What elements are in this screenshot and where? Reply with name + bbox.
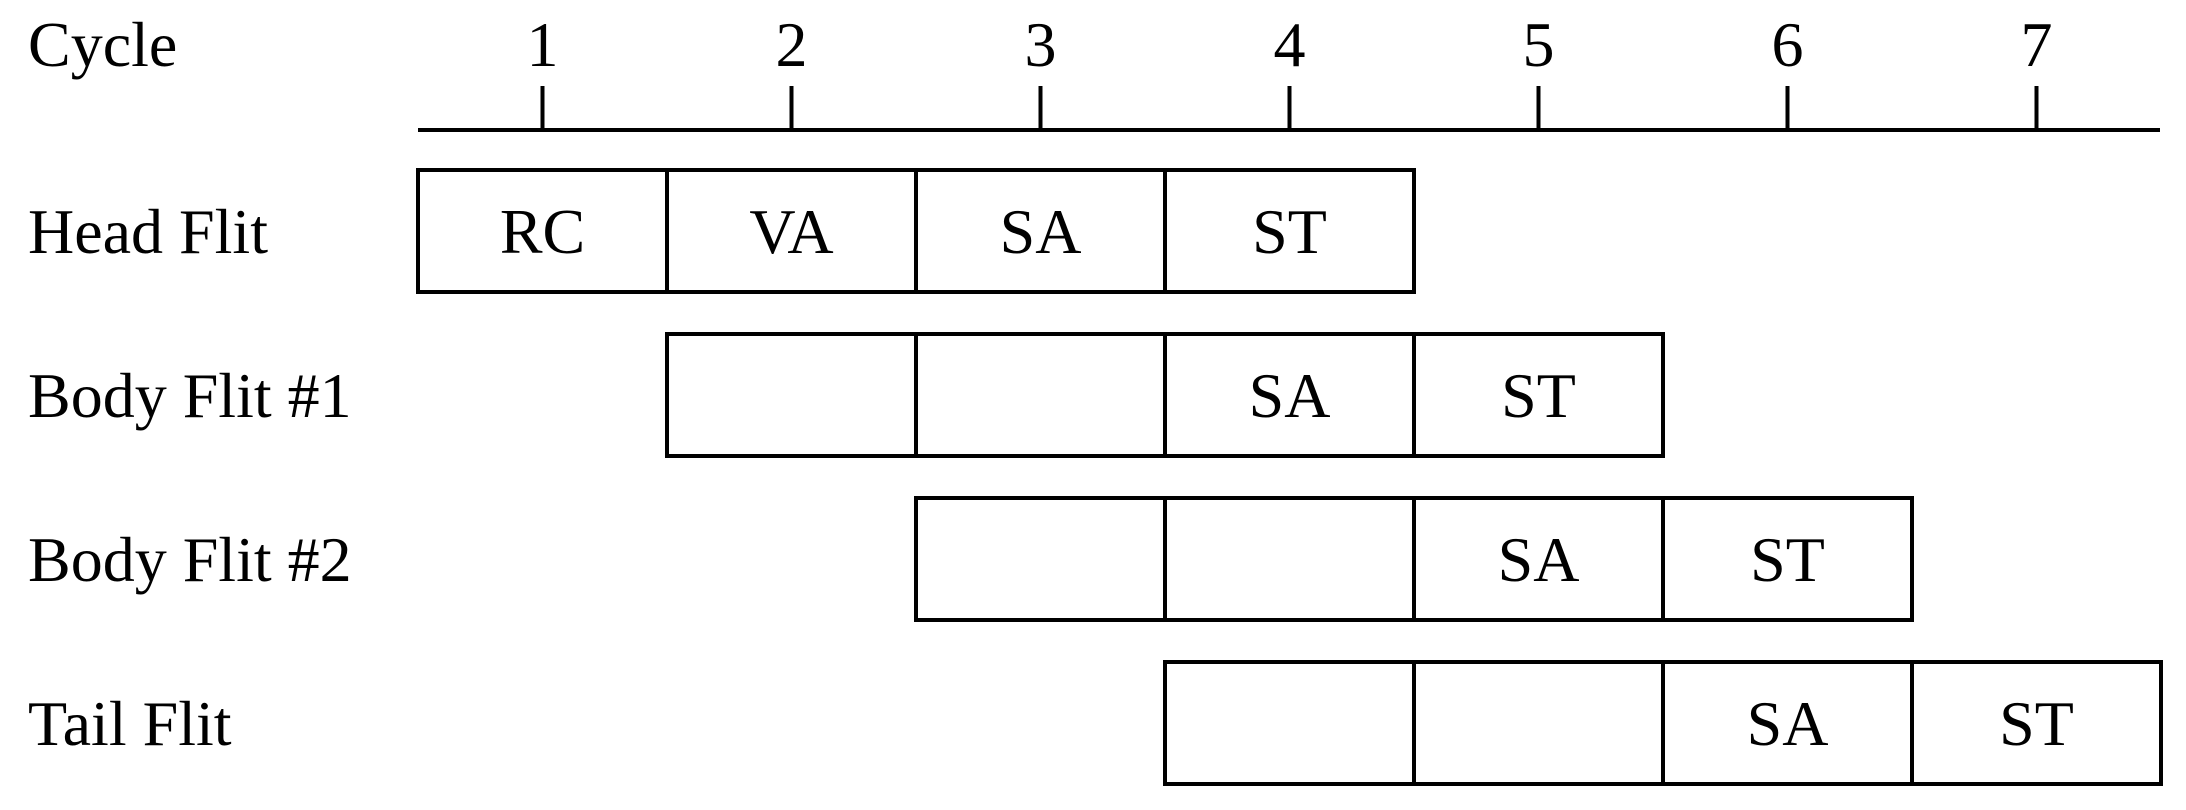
flit-row: Body Flit #2 SA ST xyxy=(28,496,1914,622)
pipeline-stage-cell xyxy=(914,332,1167,458)
pipeline-stage-cell xyxy=(1910,660,2163,786)
pipeline-stage-label: ST xyxy=(1999,688,2074,759)
cycle-ticks: 1 2 3 4 5 6 7 xyxy=(527,9,2053,130)
cycle-number: 1 xyxy=(527,9,559,80)
flit-row: Head Flit RC VA SA ST xyxy=(28,168,1416,294)
pipeline-stage-label: ST xyxy=(1252,196,1327,267)
flit-row: Tail Flit SA ST xyxy=(28,660,2163,786)
pipeline-stage-label: SA xyxy=(1249,360,1331,431)
pipeline-stage-cell xyxy=(1412,332,1665,458)
pipeline-stage-label: ST xyxy=(1501,360,1576,431)
pipeline-stage-cell xyxy=(1412,496,1665,622)
flit-row-label: Tail Flit xyxy=(28,688,232,759)
pipeline-stage-cell xyxy=(665,168,918,294)
pipeline-stage-cell xyxy=(1163,496,1416,622)
pipeline-stage-cell xyxy=(1412,660,1665,786)
pipeline-stage-label: SA xyxy=(1000,196,1082,267)
pipeline-stage-label: RC xyxy=(500,196,585,267)
cycle-number: 4 xyxy=(1274,9,1306,80)
cycle-number: 7 xyxy=(2021,9,2053,80)
flit-row-label: Body Flit #2 xyxy=(28,524,352,595)
pipeline-stage-cell xyxy=(1661,496,1914,622)
cycle-number: 6 xyxy=(1772,9,1804,80)
cycle-number: 2 xyxy=(776,9,808,80)
pipeline-stage-cell xyxy=(1661,660,1914,786)
pipeline-stage-cell xyxy=(416,168,669,294)
cycle-axis-label: Cycle xyxy=(28,9,177,80)
flit-row-label: Body Flit #1 xyxy=(28,360,352,431)
pipeline-stage-label: VA xyxy=(749,196,833,267)
pipeline-stage-cell xyxy=(1163,660,1416,786)
pipeline-stage-cell xyxy=(914,496,1167,622)
flit-row-label: Head Flit xyxy=(28,196,268,267)
pipeline-stage-label: SA xyxy=(1498,524,1580,595)
cycle-header: Cycle 1 2 3 4 5 6 7 xyxy=(28,9,2160,132)
pipeline-stage-cell xyxy=(665,332,918,458)
cycle-number: 5 xyxy=(1523,9,1555,80)
flit-row: Body Flit #1 SA ST xyxy=(28,332,1665,458)
pipeline-stage-cell xyxy=(1163,168,1416,294)
cycle-number: 3 xyxy=(1025,9,1057,80)
pipeline-stage-label: ST xyxy=(1750,524,1825,595)
pipeline-stage-label: SA xyxy=(1747,688,1829,759)
